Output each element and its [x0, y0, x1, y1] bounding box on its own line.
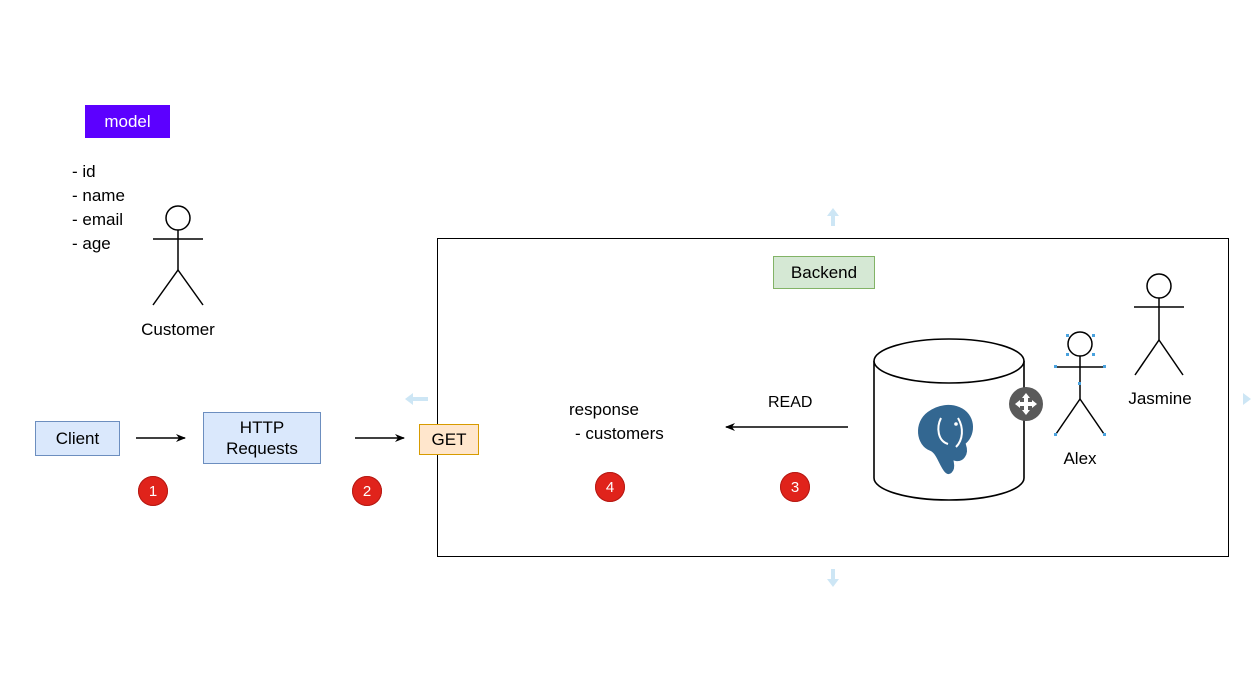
postgresql-elephant-icon: [915, 402, 976, 477]
customer-actor-icon[interactable]: [152, 205, 204, 306]
step-badge-3[interactable]: 3: [780, 472, 810, 502]
customer-label: Customer: [141, 320, 215, 339]
connection-hint-arrows[interactable]: [405, 208, 1251, 587]
step-badge-4[interactable]: 4: [595, 472, 625, 502]
client-box[interactable]: Client: [35, 421, 120, 456]
jasmine-actor-icon[interactable]: [1134, 273, 1184, 376]
http-requests-box[interactable]: HTTP Requests: [203, 412, 321, 464]
model-field: - id: [72, 162, 96, 181]
step-badge-2[interactable]: 2: [352, 476, 382, 506]
get-endpoint-box[interactable]: GET: [419, 424, 479, 455]
backend-tag[interactable]: Backend: [773, 256, 875, 289]
backend-container[interactable]: [437, 238, 1229, 557]
selection-handles-icon[interactable]: [1054, 334, 1106, 436]
move-handle-icon[interactable]: [1009, 387, 1043, 421]
model-field-list: - id - name - email - age: [72, 160, 125, 256]
model-tag[interactable]: model: [85, 105, 170, 138]
response-customers-label[interactable]: - customers: [575, 424, 664, 443]
alex-actor-icon[interactable]: [1055, 331, 1105, 435]
jasmine-label: Jasmine: [1128, 389, 1192, 408]
http-label-line1: HTTP: [239, 418, 285, 437]
model-field: - name: [72, 186, 125, 205]
http-label-line2: Requests: [226, 439, 298, 458]
alex-label: Alex: [1063, 449, 1097, 468]
step-badge-1[interactable]: 1: [138, 476, 168, 506]
model-field: - email: [72, 210, 124, 229]
response-label[interactable]: response: [569, 400, 639, 419]
model-field: - age: [72, 234, 111, 253]
read-label[interactable]: READ: [768, 394, 813, 411]
